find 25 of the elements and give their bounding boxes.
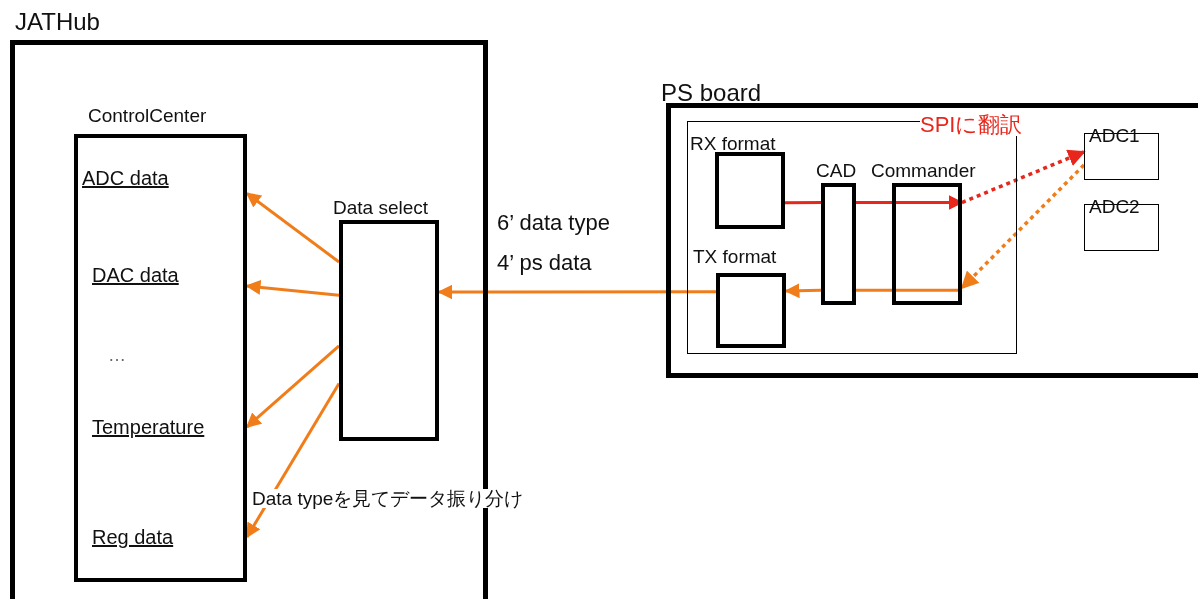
box-heading: Data select xyxy=(333,198,429,217)
annotation-text: Data typeを見てデータ振り分け xyxy=(252,489,524,508)
data-item-label: Reg data xyxy=(92,526,247,548)
box-heading: RX format xyxy=(690,134,776,153)
annotation-text: SPIに翻訳 xyxy=(920,114,1023,136)
arrow xyxy=(245,192,340,264)
ellipsis-text: … xyxy=(108,346,126,364)
arrow xyxy=(960,163,1086,290)
arrow xyxy=(245,279,340,297)
data-item-label: ADC data xyxy=(82,167,247,189)
data-item-label: DAC data xyxy=(92,264,247,286)
arrow xyxy=(245,382,341,539)
box-heading: Commander xyxy=(871,161,976,180)
data-item-label: Temperature xyxy=(92,416,247,438)
box-heading: CAD xyxy=(816,161,857,180)
arrow xyxy=(961,149,1086,205)
arrow xyxy=(784,283,822,299)
annotation-text: 6’ data type xyxy=(497,212,610,234)
arrow xyxy=(437,284,716,300)
box-heading: TX format xyxy=(693,247,777,266)
box-heading: JATHub xyxy=(15,10,100,34)
box-heading: ControlCenter xyxy=(88,106,207,125)
annotation-text: 4’ ps data xyxy=(497,252,592,274)
box-heading: PS board xyxy=(661,81,762,105)
arrow xyxy=(245,344,340,429)
